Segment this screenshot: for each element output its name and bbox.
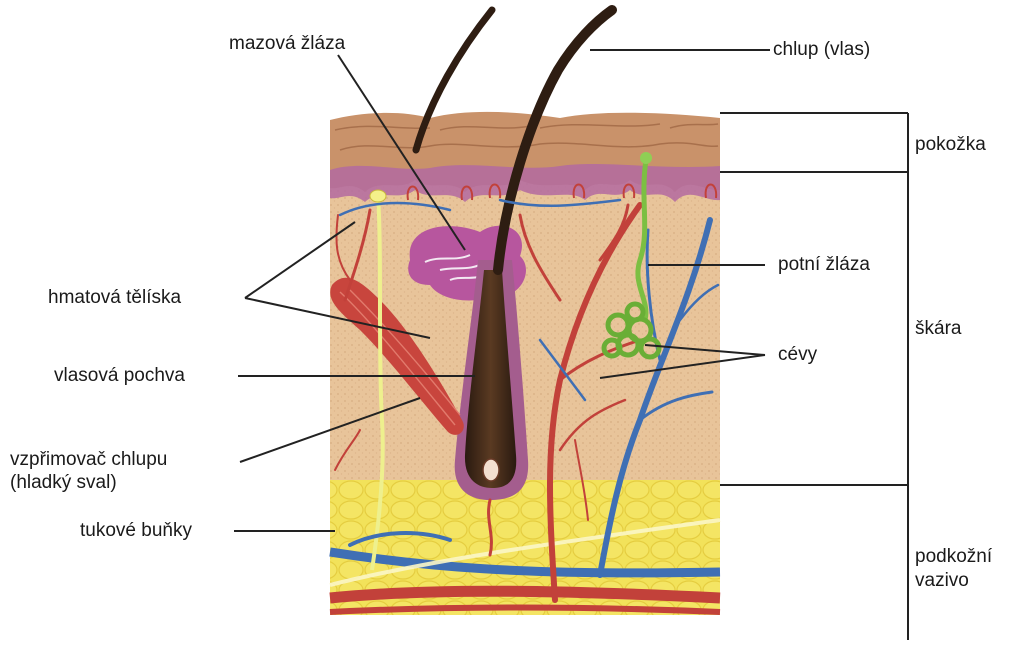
label-subcutis: podkožní — [915, 546, 992, 568]
label-fat-cells: tukové buňky — [80, 520, 192, 542]
label-sweat-gland: potní žláza — [778, 254, 870, 276]
hair-papilla — [483, 459, 499, 481]
label-dermis: škára — [915, 318, 961, 340]
layer-brackets — [720, 113, 908, 640]
label-arrector-pili: vzpřimovač chlupu — [10, 449, 167, 471]
touch-corpuscle-top — [370, 190, 386, 202]
label-subcutis-line2: vazivo — [915, 570, 969, 592]
label-arrector-pili-note: (hladký sval) — [10, 472, 117, 494]
label-epidermis: pokožka — [915, 134, 986, 156]
label-hair: chlup (vlas) — [773, 39, 870, 61]
label-sebaceous-gland: mazová žláza — [229, 33, 345, 55]
label-vessels: cévy — [778, 344, 817, 366]
label-hair-sheath: vlasová pochva — [54, 365, 185, 387]
label-touch-corpuscles: hmatová tělíska — [48, 287, 181, 309]
